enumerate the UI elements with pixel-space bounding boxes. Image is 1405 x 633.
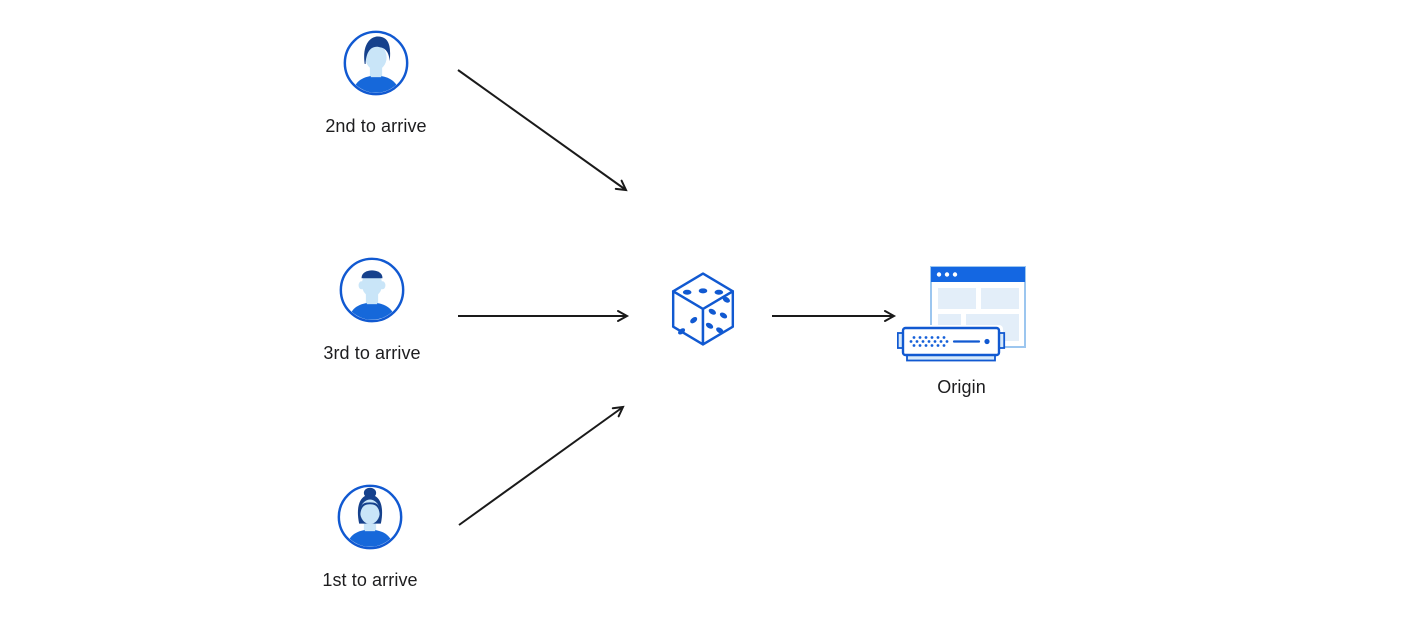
- server-vent-dots: [909, 336, 949, 347]
- female-avatar-icon: [337, 484, 403, 550]
- avatar-hair: [361, 270, 383, 279]
- male-avatar-icon: [343, 30, 409, 96]
- dice-pips: [678, 288, 730, 335]
- avatar-face: [360, 499, 380, 525]
- user-label-second: 2nd to arrive: [325, 116, 427, 136]
- origin-node: Origin: [897, 266, 1026, 398]
- server-appliance: [897, 325, 1006, 362]
- origin-server-icon: [897, 266, 1026, 362]
- male-avatar-icon: [339, 257, 405, 323]
- dice-icon: [671, 272, 735, 346]
- dice-node: [666, 268, 740, 350]
- origin-label: Origin: [937, 377, 986, 397]
- arrow-user-first-to-dice: [458, 405, 625, 526]
- browser-titlebar: [931, 267, 1025, 282]
- user-label-first: 1st to arrive: [322, 570, 418, 590]
- user-node-third: 3rd to arrive: [302, 256, 442, 364]
- user-label-third: 3rd to arrive: [323, 343, 421, 363]
- server-indicator-dot: [984, 338, 990, 345]
- dice-right-face: [701, 290, 735, 346]
- user-node-first: 1st to arrive: [300, 483, 440, 591]
- browser-window-dots: [936, 272, 958, 277]
- arrow-user-second-to-dice: [457, 69, 628, 192]
- user-node-second: 2nd to arrive: [306, 29, 446, 137]
- server-body: [901, 326, 1001, 357]
- avatar-hair: [364, 36, 391, 64]
- avatar-face: [365, 44, 387, 71]
